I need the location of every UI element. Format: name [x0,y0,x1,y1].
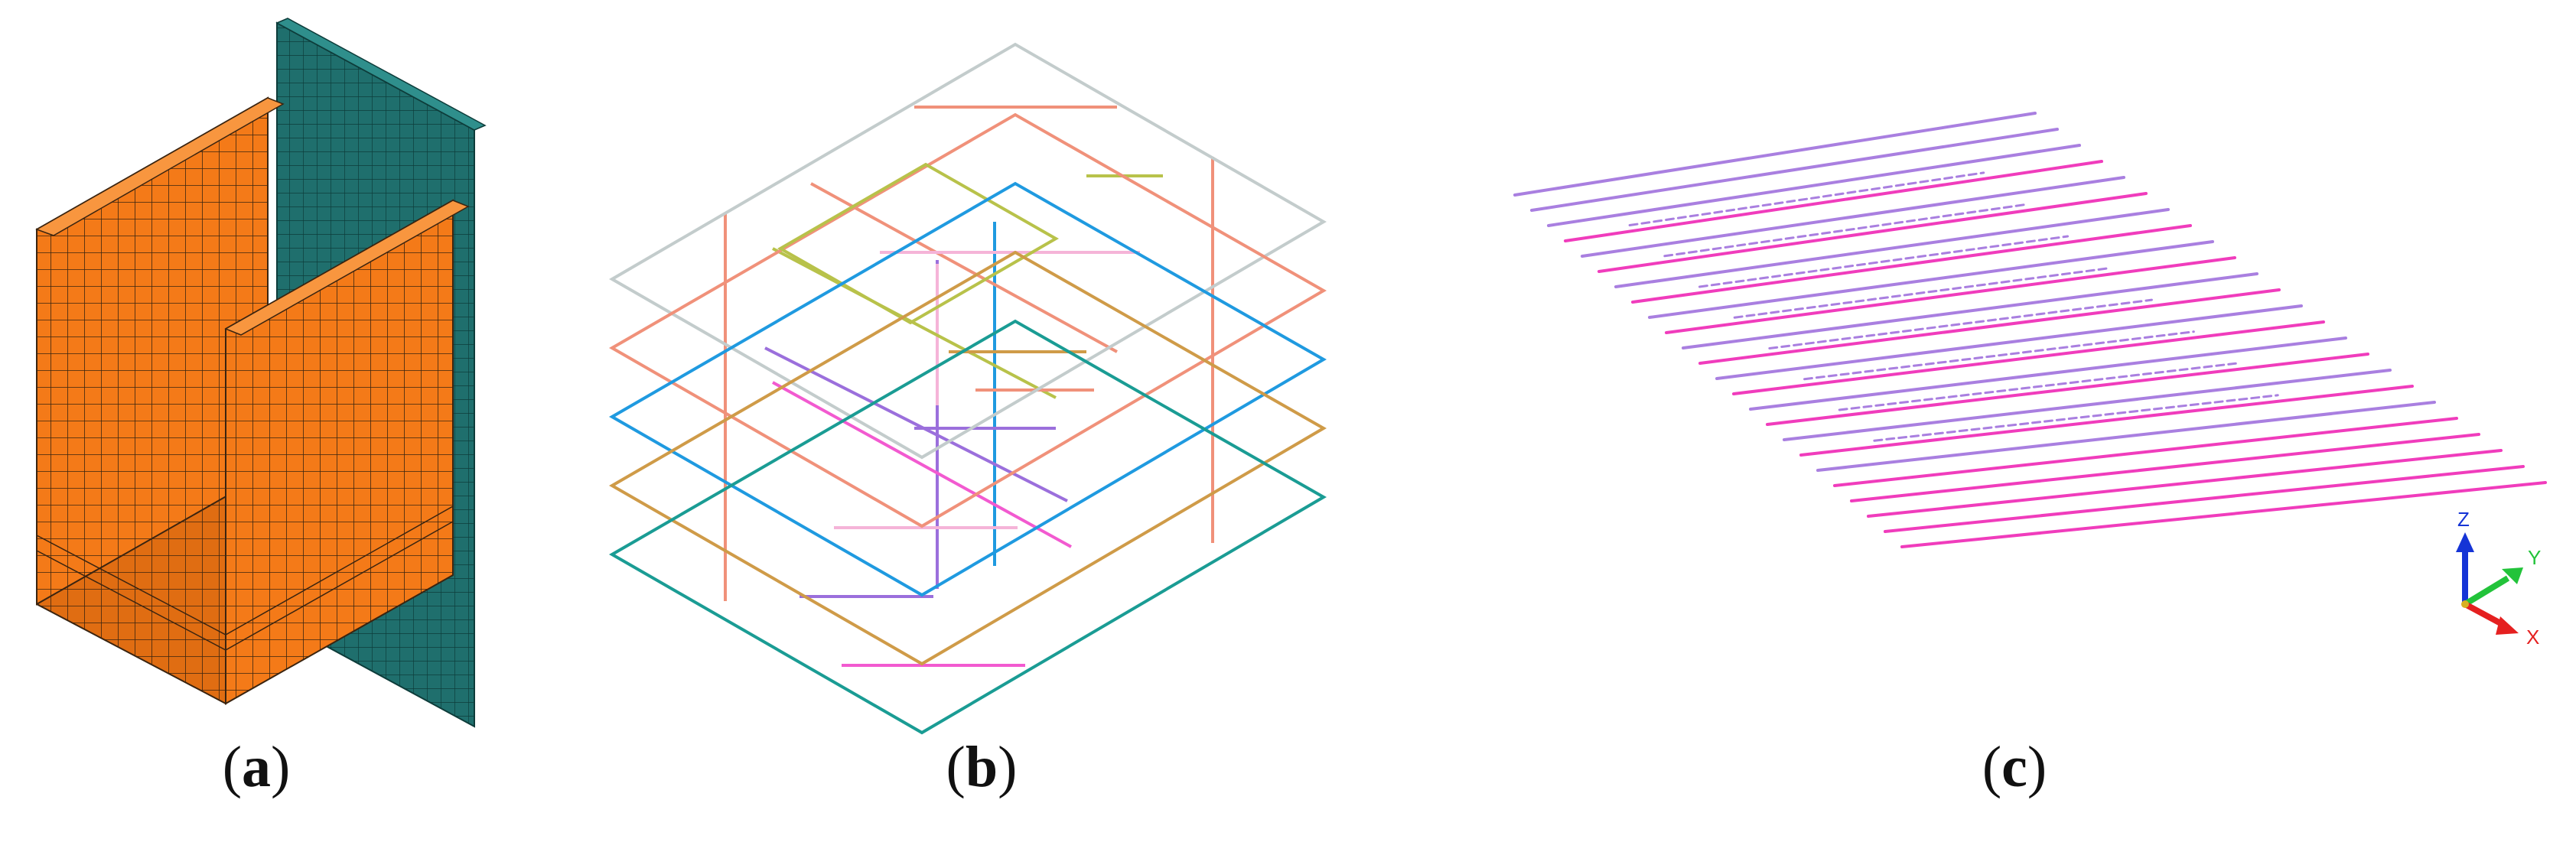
rebar-line [1850,433,2480,502]
rebar-overlap-segment [1698,235,2070,288]
level-2-salmon [608,112,1327,528]
axis-x-head [2496,616,2519,635]
axis-z-head [2456,532,2474,552]
rebar-line [1698,288,2281,365]
rebar-line [1867,449,2503,518]
rebar-line [1631,224,2192,304]
rebar-line [1766,353,2369,426]
rebar-line [1547,144,2081,227]
level-5-teal [608,319,1327,735]
rebar-line [1900,481,2547,548]
mesh-banding [36,506,454,651]
rebar-overlap-segment [1628,171,1985,227]
caption-a: (a) [222,735,291,799]
level-2b-olive [777,162,1060,325]
rebar-line [1665,256,2236,334]
rebar-line [1597,192,2148,273]
rebar-line [1648,240,2214,319]
rebar-overlap-segment [1838,362,2237,411]
caption-b: (b) [946,735,1018,799]
rebar-line [1614,208,2170,288]
level-1-grey [609,42,1327,460]
axis-triad: Z Y X [2456,508,2541,649]
rebar-line [1799,385,2414,457]
teal-wall-edge [275,18,487,131]
frame-beams [764,106,1163,667]
rebar-line [1749,336,2347,411]
axis-y-head [2502,567,2523,584]
rebar-overlap-segment [1733,267,2112,319]
rebar-overlap-segment [1803,330,2195,381]
rebar-overlap-segment [1873,394,2279,442]
rebar-line [1783,369,2392,441]
rebar-line [1682,272,2258,349]
axis-y-label: Y [2528,546,2541,569]
orange-front-rim [224,200,470,336]
rebar-line [1564,160,2103,242]
rebar-line [1715,304,2303,380]
caption-c: (c) [1982,735,2047,799]
rebar-line [1581,176,2125,258]
rebar-line [1833,417,2458,487]
axis-origin [2461,600,2469,608]
rebar-overlap-segment [1663,203,2027,258]
axis-x-label: X [2526,626,2539,649]
orange-back-rim [35,97,285,236]
rebar-line [1732,320,2325,395]
axis-y-arrow [2463,575,2510,607]
panel-c-rebar-model [1513,112,2547,548]
axis-x-arrow [2464,601,2506,629]
rebar-line [1530,128,2059,212]
panel-b-frame-model [608,42,1327,735]
rebar-overlap-segment [1768,298,2153,349]
rebar-line [1513,112,2037,197]
axis-z-label: Z [2457,508,2470,531]
level-3-blue [608,181,1327,597]
rebar-line [1884,465,2525,533]
panel-a-mesh-model [35,18,487,728]
rebar-line [1816,401,2436,472]
level-4-gold [608,250,1327,666]
